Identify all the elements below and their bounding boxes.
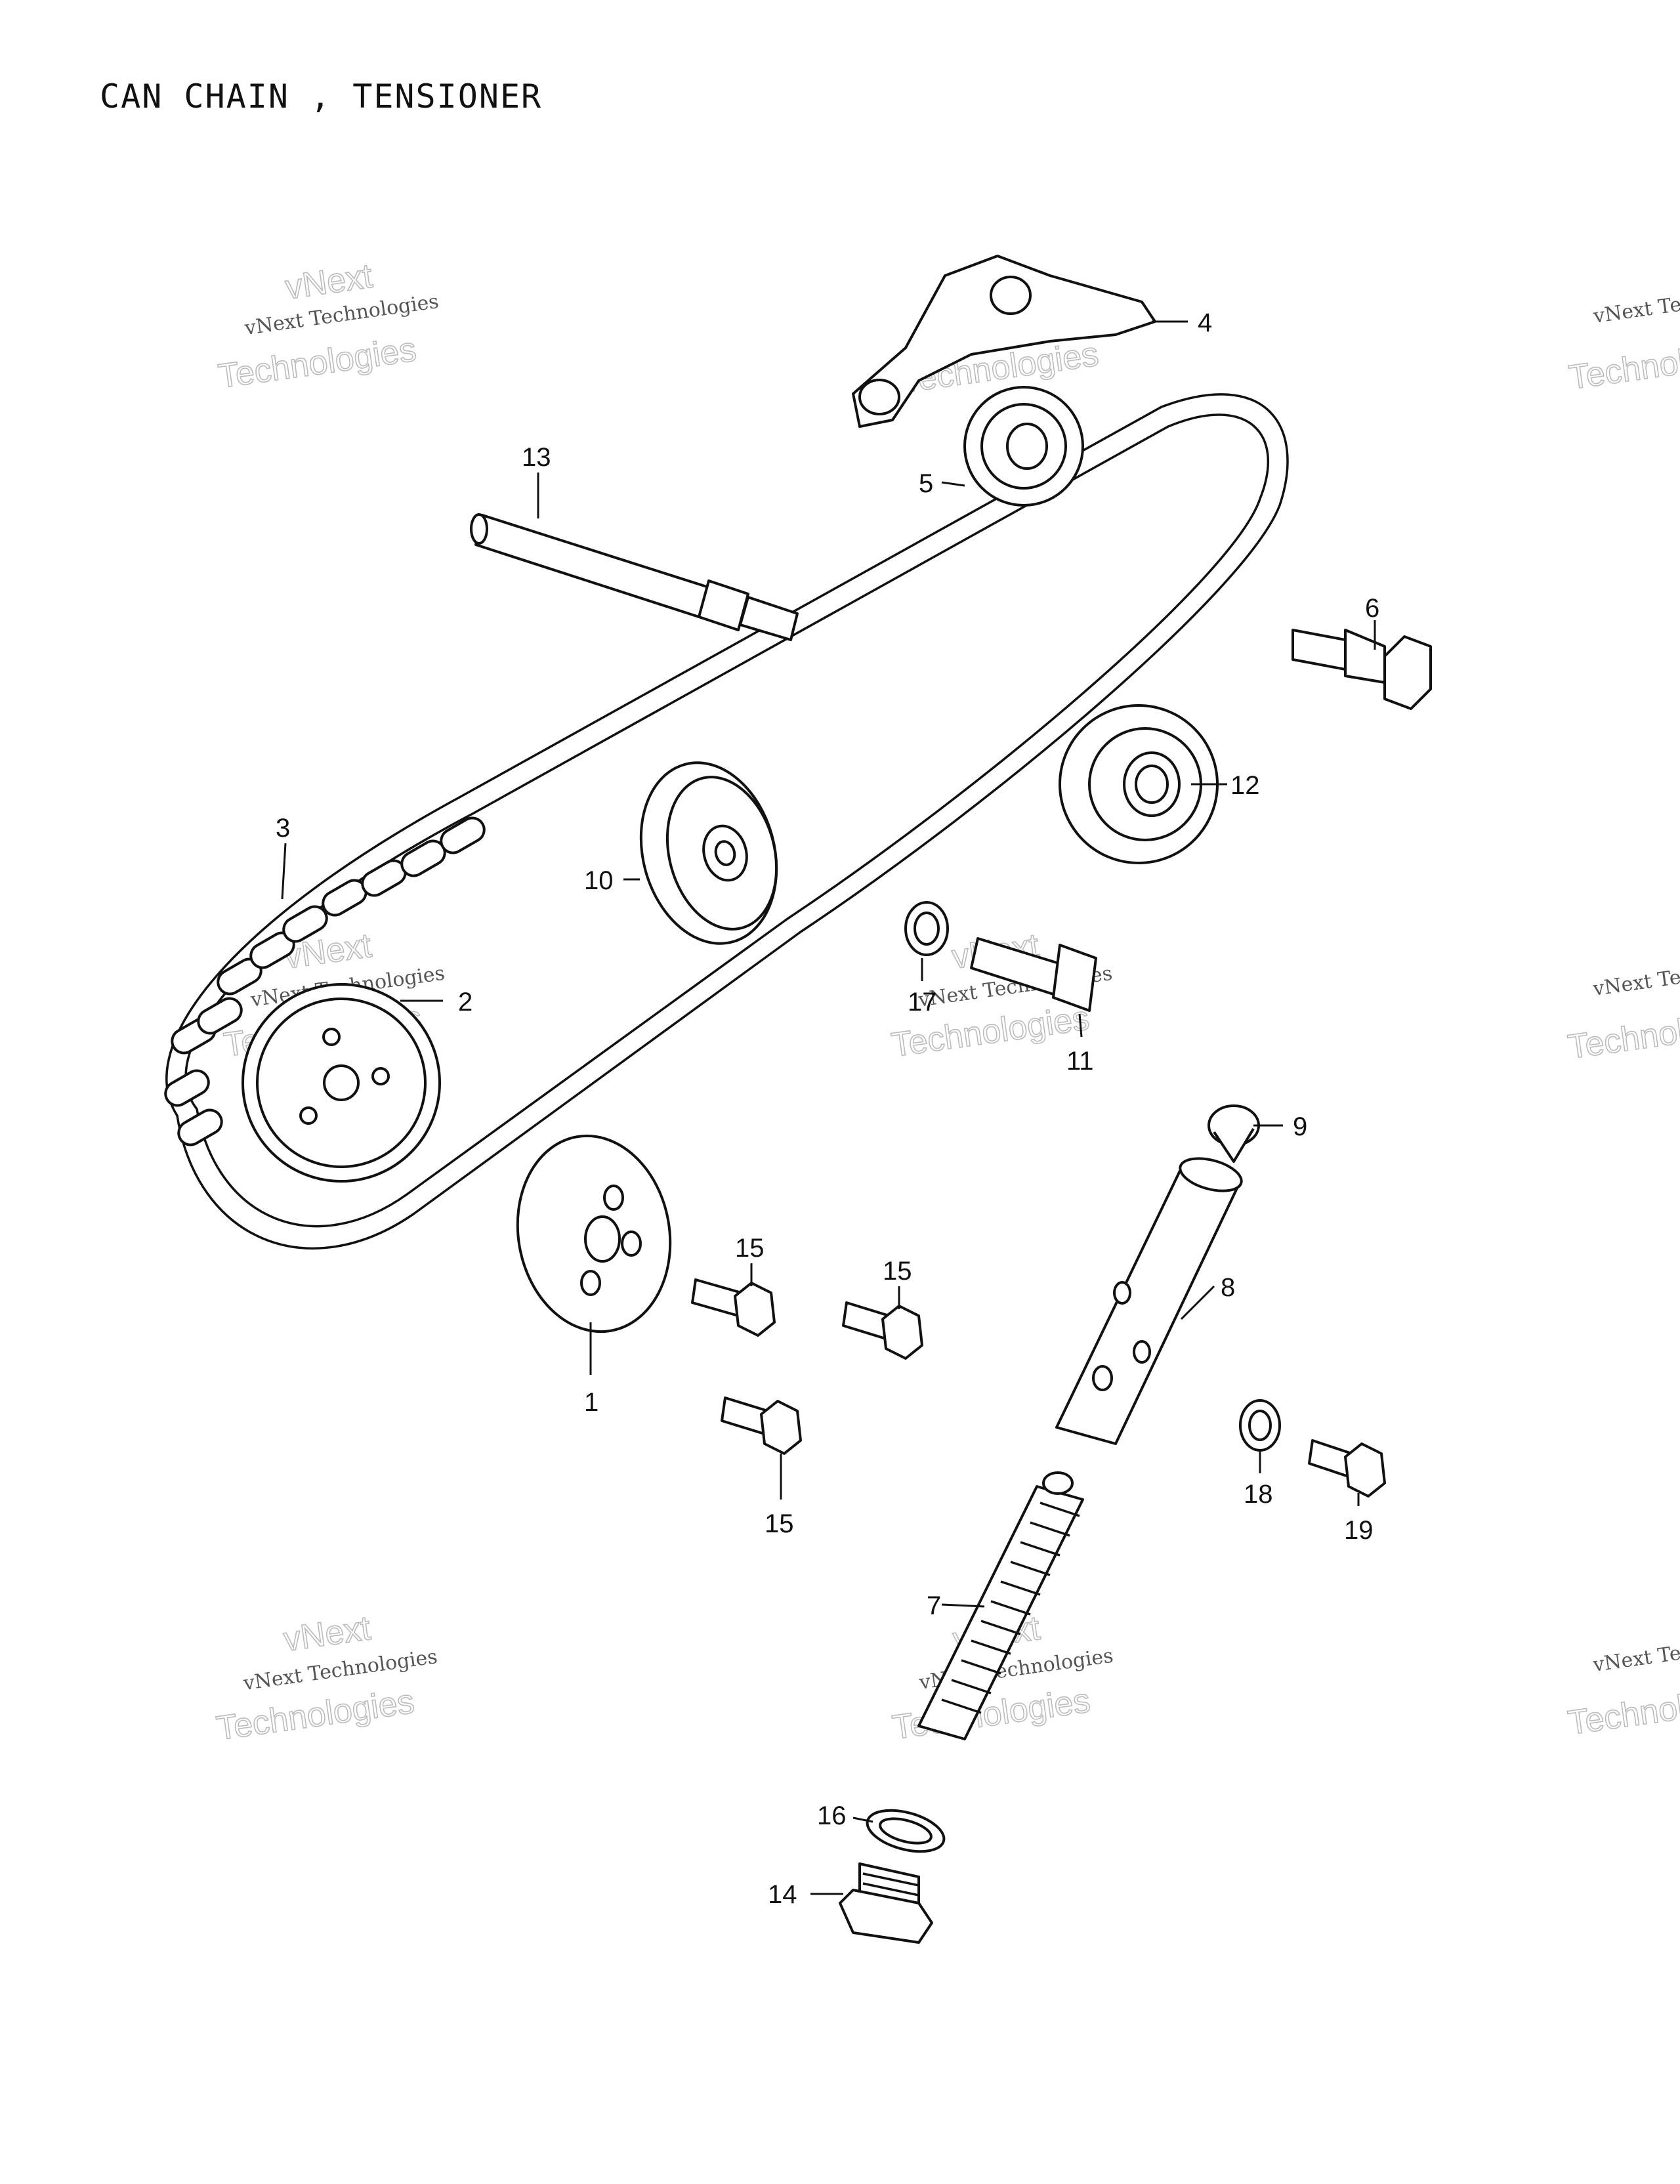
- push-rod-tube: [1055, 1157, 1243, 1445]
- callout-6: 6: [1365, 594, 1379, 623]
- watermark-bottom-left: Technologies vNext vNext Technologies: [213, 1608, 438, 1748]
- callout-7: 7: [927, 1591, 941, 1620]
- svg-text:vNext: vNext: [281, 1609, 373, 1659]
- bolt-15-b: [842, 1301, 923, 1360]
- cap-9: [1208, 1104, 1260, 1163]
- sprocket-plate: [516, 1134, 672, 1334]
- watermark-top-right: Technologies vNext Technologies: [1566, 278, 1680, 398]
- callout-13: 13: [522, 443, 551, 472]
- callout-3: 3: [276, 814, 290, 843]
- svg-text:Technologies: Technologies: [1566, 331, 1680, 397]
- callout-11: 11: [1066, 1047, 1094, 1076]
- leader-lines: [281, 320, 1376, 1895]
- pivot-bolt: [970, 937, 1097, 1012]
- bolt-6: [1292, 629, 1432, 710]
- callout-8: 8: [1221, 1273, 1235, 1302]
- svg-text:vNext Technologies: vNext Technologies: [1591, 278, 1680, 328]
- callout-2: 2: [458, 988, 472, 1017]
- callout-15-a: 15: [735, 1234, 765, 1263]
- svg-text:Technologies: Technologies: [1566, 1001, 1680, 1066]
- guide-roller: [639, 761, 778, 945]
- callout-1: 1: [584, 1388, 598, 1417]
- cam-chain: [164, 393, 1289, 1250]
- watermark-top-left: Technologies vNext vNext Technologies: [215, 257, 440, 396]
- callout-18: 18: [1244, 1480, 1273, 1509]
- callout-17: 17: [908, 988, 937, 1017]
- svg-text:vNext Technologies: vNext Technologies: [1591, 1627, 1680, 1677]
- callout-4: 4: [1198, 308, 1212, 337]
- callout-12: 12: [1230, 771, 1260, 800]
- callout-9: 9: [1293, 1112, 1307, 1141]
- roller-shaft: [470, 513, 799, 641]
- svg-text:Technologies: Technologies: [1566, 1677, 1680, 1742]
- washer-17: [904, 901, 949, 956]
- callout-15-b: 15: [883, 1257, 912, 1286]
- callout-16: 16: [817, 1801, 847, 1830]
- tensioner-sprocket-upper: [963, 386, 1084, 507]
- callout-14: 14: [768, 1880, 797, 1909]
- watermark-mid-right: Technologies vNext Technologies: [1565, 951, 1680, 1067]
- chain-links: [164, 816, 486, 1146]
- drive-sprocket: [242, 983, 441, 1183]
- bolt-19: [1308, 1439, 1386, 1498]
- callout-labels: 1 2 3 4 5 6 7 8 9 10 11 12 13 14 15 15 1…: [276, 308, 1379, 1909]
- tensioner-bracket: [852, 255, 1156, 428]
- sealing-bolt: [839, 1862, 933, 1944]
- page-title: CAN CHAIN , TENSIONER: [100, 77, 543, 116]
- callout-5: 5: [919, 469, 933, 498]
- callout-10: 10: [584, 866, 614, 895]
- svg-text:vNext Technologies: vNext Technologies: [1591, 951, 1680, 1001]
- washer-18: [1239, 1399, 1281, 1452]
- svg-text:vNext: vNext: [283, 257, 375, 307]
- svg-text:Technologies: Technologies: [216, 330, 419, 396]
- watermark-bottom-right: Technologies vNext Technologies: [1565, 1627, 1680, 1743]
- washer-16: [866, 1809, 946, 1853]
- callout-15-c: 15: [765, 1509, 794, 1538]
- callout-19: 19: [1344, 1516, 1374, 1545]
- tensioner-spring: [917, 1471, 1084, 1740]
- bolt-15-a: [691, 1278, 776, 1337]
- bolt-15-c: [721, 1396, 802, 1455]
